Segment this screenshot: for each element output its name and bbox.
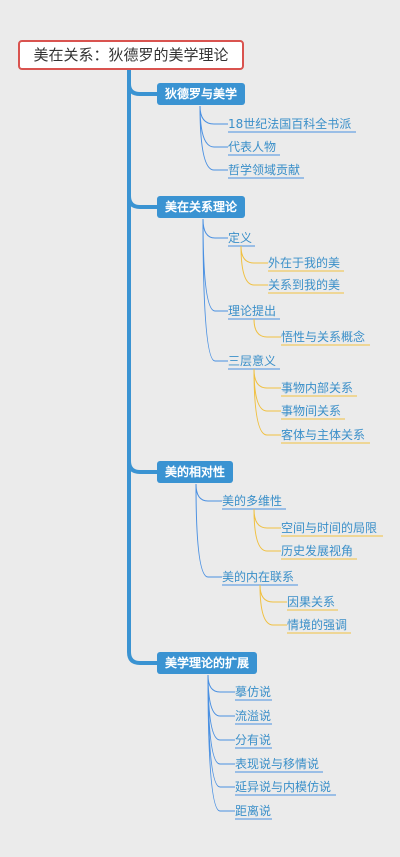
root-topic[interactable]: 美在关系：狄德罗的美学理论: [18, 40, 244, 70]
node-mimesis[interactable]: 摹仿说: [235, 685, 272, 699]
node-differance-inner-mimicry[interactable]: 延异说与内模仿说: [235, 780, 332, 794]
leaf-causality[interactable]: 因果关系: [287, 595, 336, 609]
node-theory-proposal[interactable]: 理论提出: [228, 304, 277, 318]
branch-2-connector: [127, 194, 159, 209]
leaf-understanding-concept[interactable]: 悟性与关系概念: [281, 330, 366, 344]
leaf-historical-view[interactable]: 历史发展视角: [281, 544, 354, 558]
b4-sub-lines: [207, 674, 235, 812]
inner-leaf-lines: [259, 584, 287, 626]
meaning-leaf-lines: [253, 368, 281, 436]
leaf-relational-beauty[interactable]: 关系到我的美: [268, 278, 341, 292]
branch-1-connector: [127, 82, 159, 96]
leaf-inter-thing-relation[interactable]: 事物间关系: [281, 404, 342, 418]
node-representative[interactable]: 代表人物: [228, 140, 277, 154]
multi-leaf-lines: [253, 508, 281, 552]
node-multidimensional[interactable]: 美的多维性: [222, 494, 283, 508]
def-leaf-lines: [240, 245, 268, 286]
branch-relation-theory[interactable]: 美在关系理论: [157, 196, 246, 218]
branch-relativity[interactable]: 美的相对性: [157, 461, 234, 483]
node-emanation[interactable]: 流溢说: [235, 709, 272, 723]
branch-extensions[interactable]: 美学理论的扩展: [157, 652, 258, 674]
leaf-connectors: [240, 245, 383, 634]
leaf-space-time-limits[interactable]: 空间与时间的局限: [281, 521, 378, 535]
branch-diderot-aesthetics[interactable]: 狄德罗与美学: [157, 83, 246, 105]
node-expression-empathy[interactable]: 表现说与移情说: [235, 757, 320, 771]
theory-leaf-lines: [253, 318, 281, 338]
leaf-context-emphasis[interactable]: 情境的强调: [287, 618, 348, 632]
node-encyclopedists[interactable]: 18世纪法国百科全书派: [228, 117, 352, 131]
node-participation[interactable]: 分有说: [235, 733, 272, 747]
node-definition[interactable]: 定义: [228, 231, 253, 245]
node-three-meanings[interactable]: 三层意义: [228, 354, 277, 368]
node-distance[interactable]: 距离说: [235, 804, 272, 818]
node-internal-connection[interactable]: 美的内在联系: [222, 570, 295, 584]
branch-3-connector: [127, 459, 159, 474]
trunk-connectors: [127, 68, 159, 665]
leaf-underlines: [268, 270, 383, 634]
leaf-object-subject-relation[interactable]: 客体与主体关系: [281, 428, 366, 442]
leaf-internal-relation[interactable]: 事物内部关系: [281, 381, 354, 395]
node-philosophy-contribution[interactable]: 哲学领域贡献: [228, 163, 301, 177]
b3-sub-lines: [195, 483, 222, 578]
b1-sub-lines: [199, 105, 228, 171]
b2-sub-lines: [202, 218, 228, 362]
trunk-line: [127, 68, 159, 665]
leaf-external-beauty[interactable]: 外在于我的美: [268, 256, 341, 270]
